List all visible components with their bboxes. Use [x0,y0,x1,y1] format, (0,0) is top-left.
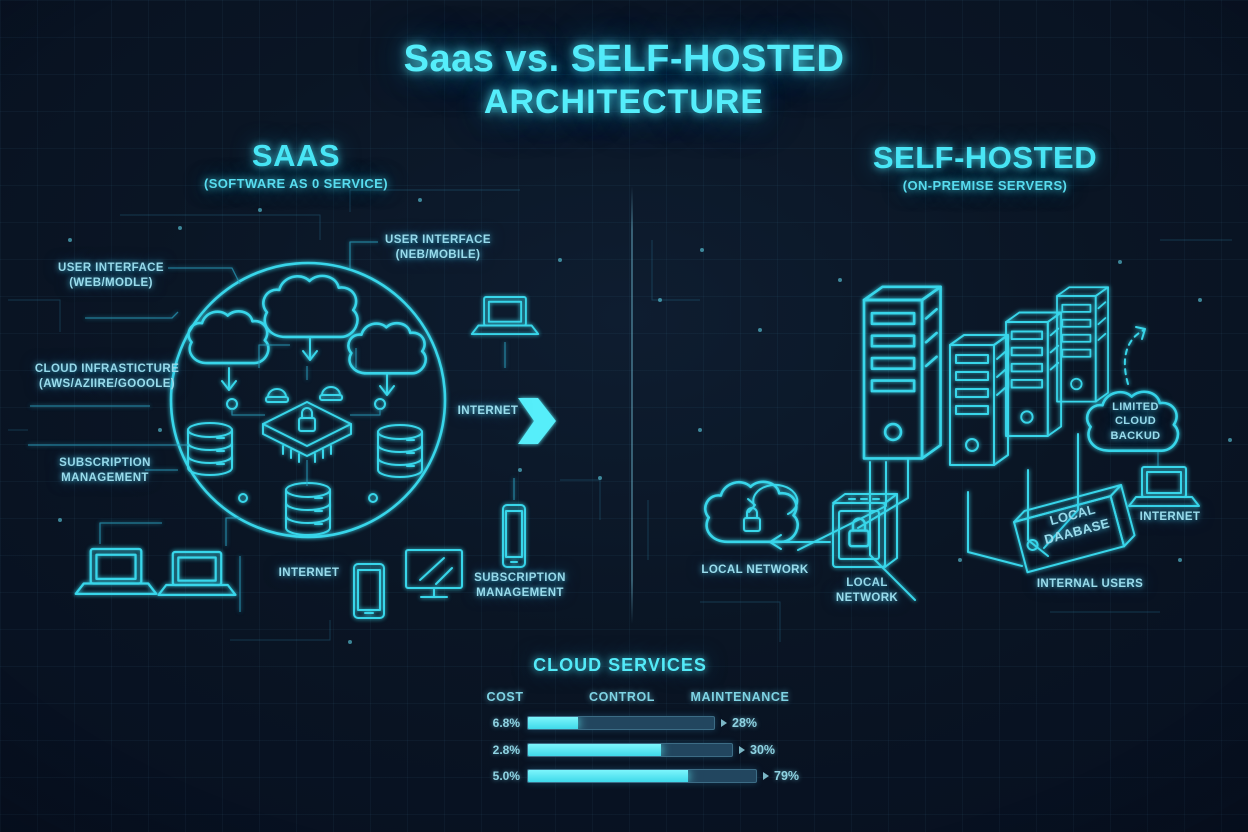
label-subscription-management-bottom: SUBSCRIPTION MANAGEMENT [474,572,566,599]
database-icon [285,482,331,536]
decor-dots [58,198,1232,644]
bar-arrow-icon [721,718,727,727]
local-database-box-icon [1013,484,1136,574]
selfhosted-subheading-text: (ON-PREMISE SERVERS) [902,178,1068,193]
label-internet-right: INTERNET [1139,511,1201,523]
laptop-icon [470,296,540,335]
chart-header-control: CONTROL [589,690,655,704]
down-arrow-icon [221,367,237,391]
label-local-network-cloud: LOCAL NETWORK [701,564,809,576]
saas-cloud-circle [169,261,447,539]
bar-left-value: 6.8% [492,715,520,730]
local-network-cloud-icon [703,480,800,544]
component-icon [265,388,289,403]
cloud-icon [187,310,270,365]
background-circuit-traces [8,189,1232,644]
bar-arrow-icon [739,745,745,754]
label-user-interface-web: USER INTERFACE (WEB/MODLE) [58,262,164,289]
bar-right-value: 30% [750,742,776,757]
bar-arrow-icon [763,771,769,780]
bar-left-value: 5.0% [492,768,520,783]
center-divider-line [631,186,633,624]
saas-illustration [28,241,556,619]
bar-fill [528,769,688,782]
server-tower-icon [862,285,942,460]
bar-right-value: 28% [732,715,758,730]
bar-right-value: 79% [774,768,800,783]
internet-arrow-icon [518,398,556,444]
page-title-line2: ARCHITECTURE [483,83,765,121]
chart-header-maintenance: MAINTENANCE [690,690,790,704]
label-subscription-management: SUBSCRIPTION MANAGEMENT [59,457,151,484]
server-tower-icon [1056,286,1109,403]
lock-icon [848,517,870,548]
label-limited-cloud-backup: LIMITED CLOUD BACKUD [1110,401,1161,442]
cpu-chip-icon [263,402,351,462]
bar-fill [528,743,661,756]
page-title-line1: Saas vs. SELF-HOSTED [403,38,845,80]
label-user-interface-mobile: USER INTERFACE (NEB/MOBILE) [385,234,491,261]
bar-row-2: 2.8% 30% [478,742,775,757]
down-arrow-icon [302,337,318,361]
bar-track [527,768,757,783]
laptop-icon [157,550,237,597]
page-title: Saas vs. SELF-HOSTED ARCHITECTURE [324,38,924,122]
bar-row-1: 6.8% 28% [478,715,757,730]
laptop-icon [1128,466,1200,507]
label-internet-bottom: INTERNET [278,567,340,579]
lock-icon [743,507,761,532]
selfhosted-heading-text: SELF-HOSTED [872,140,1098,175]
saas-subheading-text: (SOFTWARE AS 0 SERVICE) [203,176,388,191]
laptop-icon [74,547,158,595]
database-icon [187,422,233,476]
label-internal-users: INTERNAL USERS [1036,578,1144,590]
selfhosted-heading: SELF-HOSTED (ON-PREMISE SERVERS) [860,140,1110,193]
saas-heading: SAAS (SOFTWARE AS 0 SERVICE) [171,138,421,191]
database-icon [377,424,423,478]
cloud-icon [347,322,427,375]
saas-heading-text: SAAS [251,138,341,173]
chart-title: CLOUD SERVICES [533,655,707,675]
bar-track [527,742,733,757]
server-tower-icon [1005,311,1063,437]
monitor-icon [405,549,463,598]
label-local-network-box: LOCAL NETWORK [835,577,899,604]
bar-track [527,715,715,730]
curved-arrow-icon [752,484,799,515]
internal-connectors [231,344,381,486]
server-tower-icon [949,334,1009,466]
local-network-box-icon [832,493,898,568]
cloud-icon [261,274,359,339]
selfhosted-illustration [703,285,1200,601]
bar-left-value: 2.8% [492,742,520,757]
smartphone-icon [502,504,526,568]
down-arrow-icon [379,372,395,396]
bar-fill [528,716,579,729]
chart-header-cost: COST [486,690,524,704]
label-internet-mid: INTERNET [457,405,519,417]
label-cloud-infrastructure: CLOUD INFRASTICTURE (AWS/AZIIRE/GOOOLE) [34,363,180,390]
component-icon [319,386,343,401]
label-connector-lines [28,241,515,612]
tablet-icon [353,563,385,619]
dashed-sync-arrow [1123,329,1145,385]
bar-row-3: 5.0% 79% [478,768,799,783]
